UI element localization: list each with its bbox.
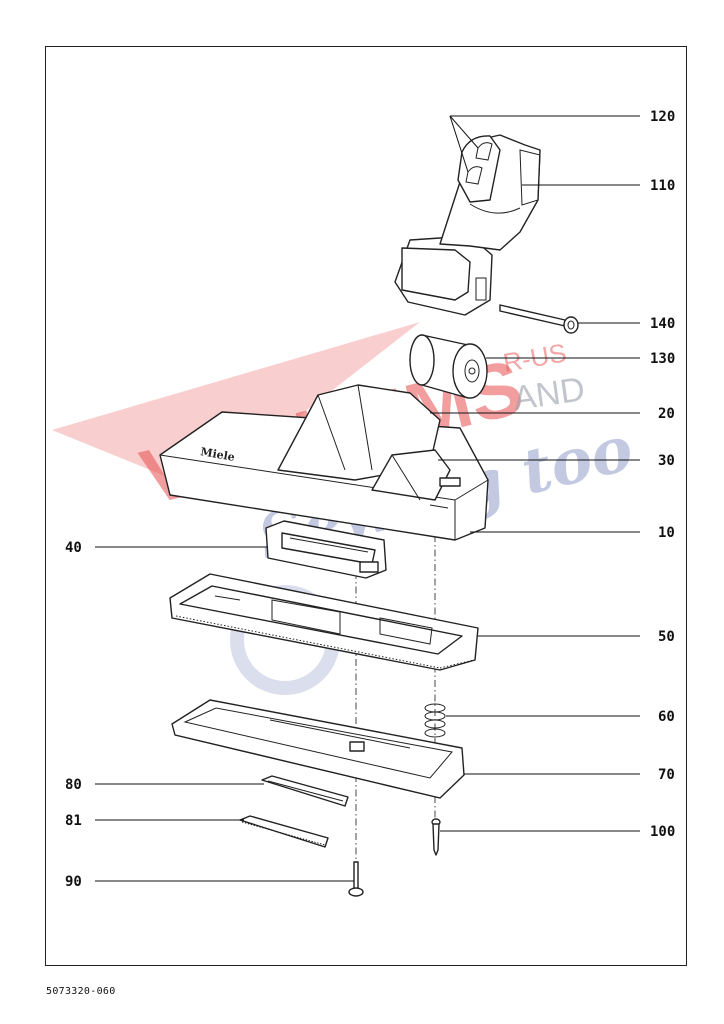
brand-logo: Miele	[199, 445, 235, 464]
label-20: 20	[658, 406, 675, 422]
inlet-frame-part	[265, 520, 387, 579]
spring-part	[424, 703, 446, 738]
label-140: 140	[650, 316, 675, 332]
swivel-neck-part	[394, 134, 541, 316]
label-90: 90	[65, 874, 82, 890]
label-10: 10	[658, 525, 675, 541]
screw-part-90	[348, 861, 364, 897]
document-code: 5073320-060	[46, 986, 116, 997]
label-80: 80	[65, 777, 82, 793]
label-110: 110	[650, 178, 675, 194]
sole-plate-part	[171, 699, 465, 799]
drawing-frame	[45, 46, 687, 966]
label-50: 50	[658, 629, 675, 645]
label-130: 130	[650, 351, 675, 367]
roller-part	[409, 334, 488, 399]
screw-part-100	[431, 818, 441, 856]
nozzle-housing-part: Miele	[159, 384, 489, 541]
label-60: 60	[658, 709, 675, 725]
label-30: 30	[658, 453, 675, 469]
bristle-strip-part-81	[239, 815, 329, 848]
label-70: 70	[658, 767, 675, 783]
label-81: 81	[65, 813, 82, 829]
strip-part-80	[261, 775, 349, 807]
part-labels: 120 110 140 130 20 30 10 40 50 60 70 80 …	[65, 109, 675, 890]
watermark-and-text: AND	[511, 370, 587, 418]
label-120: 120	[650, 109, 675, 125]
brush-plate-part	[169, 573, 479, 671]
axle-pin-part	[499, 304, 579, 334]
label-40: 40	[65, 540, 82, 556]
label-100: 100	[650, 824, 675, 840]
leader-lines	[95, 115, 640, 882]
